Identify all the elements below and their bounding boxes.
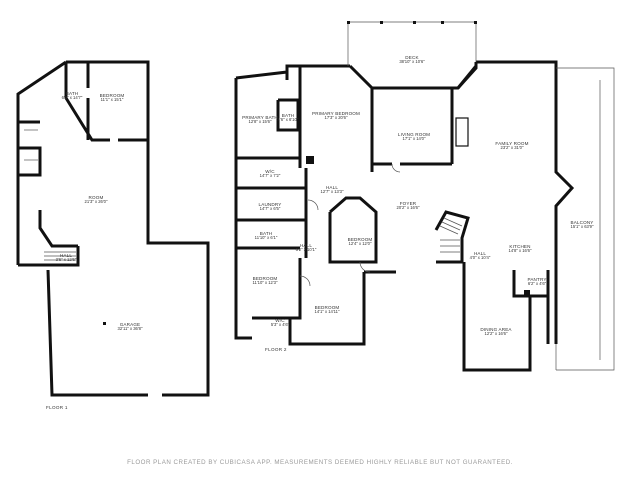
floor-1-walls xyxy=(16,60,210,397)
floor-1-details xyxy=(24,129,106,325)
footer-disclaimer: FLOOR PLAN CREATED BY CUBICASA APP. MEAS… xyxy=(127,459,513,466)
floor-2-label: FLOOR 2 xyxy=(265,347,287,352)
floor-2-details xyxy=(299,21,615,371)
floor-1-label: FLOOR 1 xyxy=(46,405,68,410)
floor-2-walls xyxy=(234,60,575,372)
